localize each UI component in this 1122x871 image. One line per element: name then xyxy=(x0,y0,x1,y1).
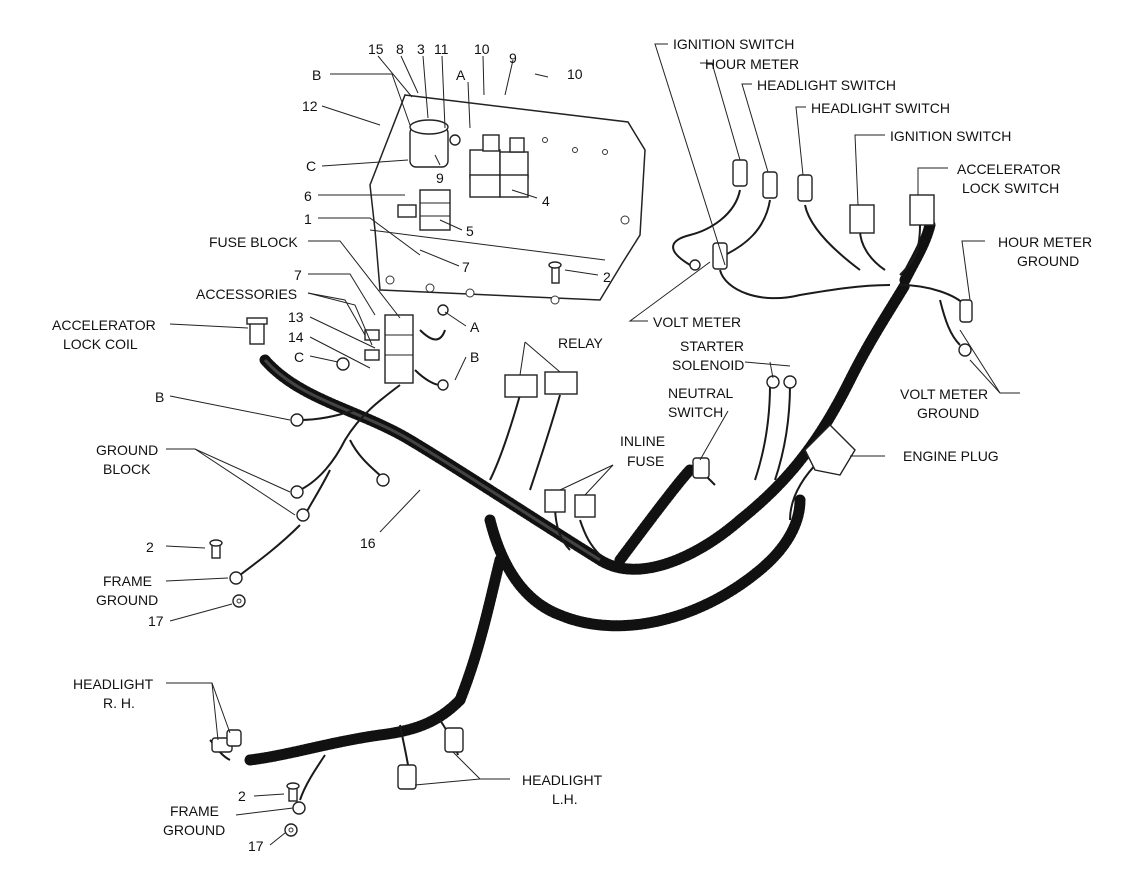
label-frame-ground: GROUND xyxy=(96,592,158,608)
callout-letter: B xyxy=(470,349,479,365)
callout-number: 10 xyxy=(567,66,583,82)
callout-number: 4 xyxy=(542,193,550,209)
label-hour-meter: HOUR METER xyxy=(705,56,799,72)
bolt-icon xyxy=(209,539,223,559)
label-ground-block: GROUND xyxy=(96,442,158,458)
callout-number: 6 xyxy=(304,188,312,204)
callout-number: 1 xyxy=(304,211,312,227)
callout-number: 16 xyxy=(360,535,376,551)
connectors xyxy=(211,159,973,790)
ring-terminals xyxy=(229,259,972,815)
label-ground-block: BLOCK xyxy=(103,461,151,477)
callout-number: 14 xyxy=(288,329,304,345)
callout-number: 13 xyxy=(288,309,304,325)
label-starter-solenoid: STARTER xyxy=(680,338,744,354)
callout-number: 5 xyxy=(466,223,474,239)
terminal-block xyxy=(397,189,451,231)
label-relay: RELAY xyxy=(558,335,604,351)
component-labels: IGNITION SWITCH HOUR METER HEADLIGHT SWI… xyxy=(52,36,1092,838)
callout-letter: C xyxy=(306,158,316,174)
accelerator-lock-coil xyxy=(246,317,268,345)
label-ignition-switch: IGNITION SWITCH xyxy=(890,128,1011,144)
callout-letter: A xyxy=(456,67,466,83)
label-volt-meter: VOLT METER xyxy=(653,314,741,330)
star-washer-icon xyxy=(232,594,246,608)
callout-letter: C xyxy=(294,349,304,365)
label-headlight-switch: HEADLIGHT SWITCH xyxy=(811,100,950,116)
label-volt-meter-ground: VOLT METER xyxy=(900,386,988,402)
label-neutral-switch: NEUTRAL xyxy=(668,385,734,401)
callout-number: 17 xyxy=(148,613,164,629)
label-fuse-block: FUSE BLOCK xyxy=(209,234,298,250)
plate-relays xyxy=(469,134,529,198)
bolt-icon xyxy=(286,782,300,802)
callout-number: 2 xyxy=(238,788,246,804)
callout-number: 3 xyxy=(417,41,425,57)
label-volt-meter-ground: GROUND xyxy=(917,405,979,421)
label-accelerator-lock-coil: ACCELERATOR xyxy=(52,317,156,333)
callout-number: 7 xyxy=(294,267,302,283)
label-headlight-lh: HEADLIGHT xyxy=(522,772,603,788)
leader-lines xyxy=(165,43,1020,846)
callout-letter: B xyxy=(155,389,164,405)
label-accelerator-lock-coil: LOCK COIL xyxy=(63,336,138,352)
callout-number: 7 xyxy=(462,259,470,275)
callout-number: 12 xyxy=(302,98,318,114)
callout-letter: A xyxy=(470,319,480,335)
label-hour-meter-ground: GROUND xyxy=(1017,253,1079,269)
callout-number: 15 xyxy=(368,41,384,57)
callout-number: 2 xyxy=(146,539,154,555)
fuse-block xyxy=(364,314,414,384)
callout-number: 9 xyxy=(436,170,444,186)
callout-number: 2 xyxy=(603,269,611,285)
label-inline-fuse: INLINE xyxy=(620,433,665,449)
star-washer-icon xyxy=(284,823,298,837)
label-inline-fuse: FUSE xyxy=(627,453,664,469)
callout-letter: B xyxy=(312,67,321,83)
label-accelerator-lock-switch: LOCK SWITCH xyxy=(962,180,1059,196)
harness xyxy=(244,219,936,766)
callout-number: 9 xyxy=(509,50,517,66)
label-starter-solenoid: SOLENOID xyxy=(672,357,744,373)
label-headlight-rh: HEADLIGHT xyxy=(73,676,154,692)
label-frame-ground: FRAME xyxy=(103,573,152,589)
label-ignition-switch: IGNITION SWITCH xyxy=(673,36,794,52)
label-accelerator-lock-switch: ACCELERATOR xyxy=(957,161,1061,177)
label-frame-ground: FRAME xyxy=(170,803,219,819)
label-accessories: ACCESSORIES xyxy=(196,286,297,302)
bolt-icon xyxy=(548,261,562,284)
label-frame-ground: GROUND xyxy=(163,822,225,838)
callout-number: 11 xyxy=(434,41,449,57)
callout-number: 17 xyxy=(248,838,264,854)
part-callouts: 15 8 3 11 10 9 10 A B 12 C 9 4 6 5 1 7 2… xyxy=(146,41,611,854)
label-headlight-switch: HEADLIGHT SWITCH xyxy=(757,77,896,93)
label-headlight-lh: L.H. xyxy=(552,791,578,807)
label-engine-plug: ENGINE PLUG xyxy=(903,448,999,464)
callout-number: 10 xyxy=(474,41,490,57)
label-neutral-switch: SWITCH xyxy=(668,404,723,420)
label-hour-meter-ground: HOUR METER xyxy=(998,234,1092,250)
solenoid xyxy=(409,119,461,168)
label-headlight-rh: R. H. xyxy=(103,695,135,711)
callout-number: 8 xyxy=(396,41,404,57)
